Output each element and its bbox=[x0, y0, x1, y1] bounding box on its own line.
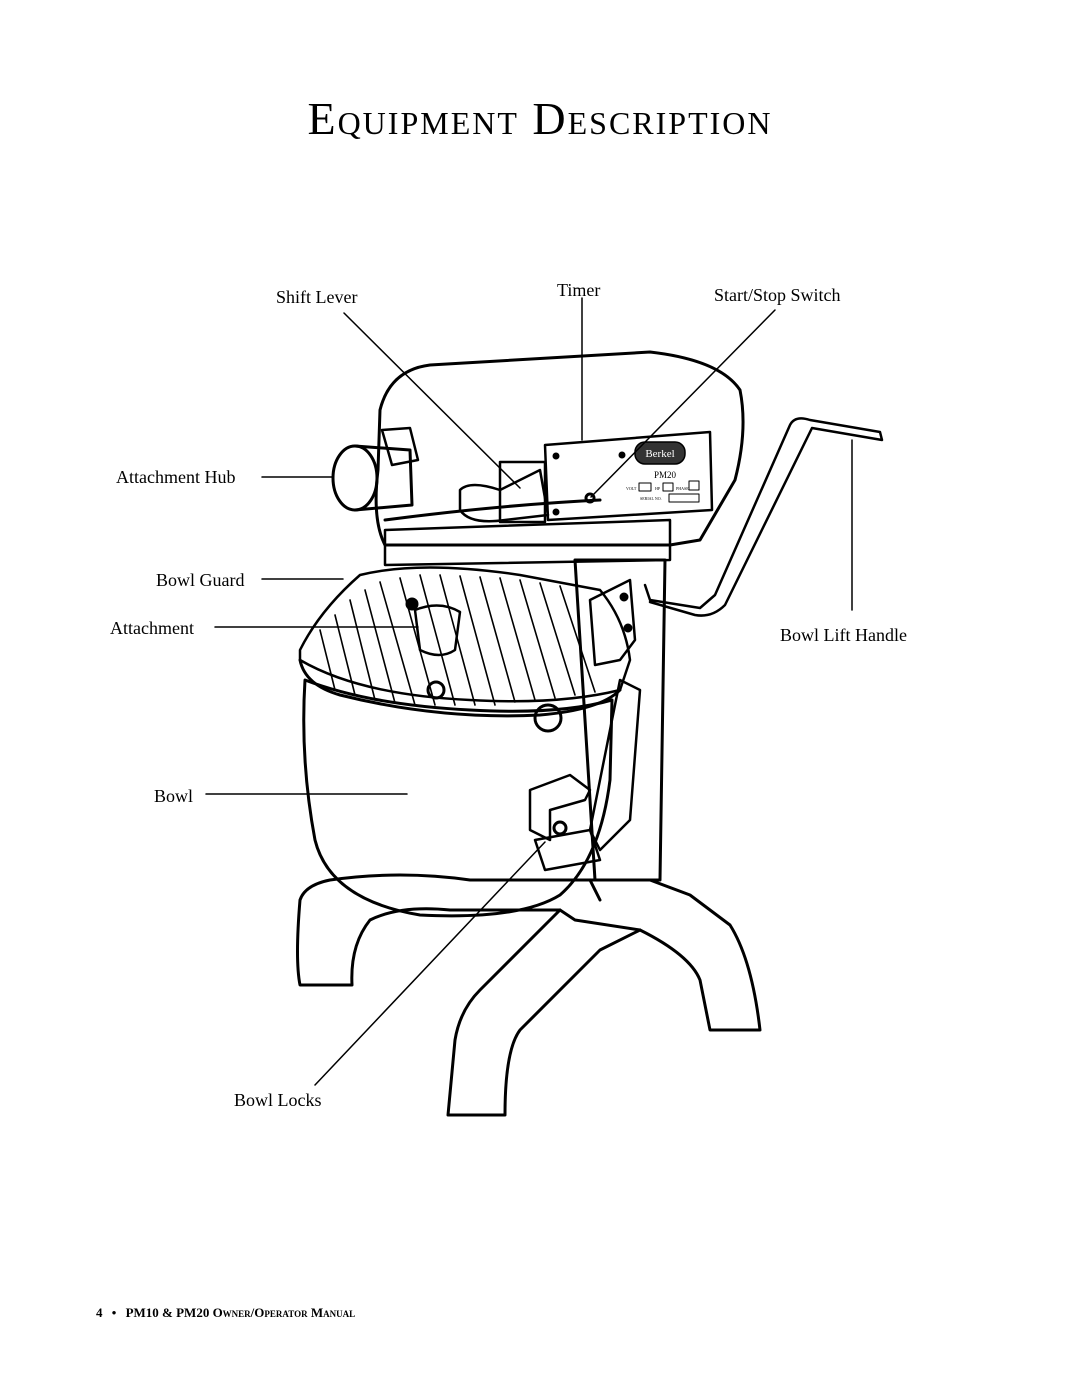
footer-separator: • bbox=[111, 1305, 117, 1320]
mixer-head bbox=[374, 350, 745, 547]
label-attachment-hub: Attachment Hub bbox=[116, 467, 236, 487]
mixer-column bbox=[573, 558, 667, 882]
label-bowl-lift-handle: Bowl Lift Handle bbox=[780, 625, 907, 645]
nameplate-hp-label: HP bbox=[655, 486, 661, 491]
leader-bowl-locks bbox=[314, 841, 546, 1086]
nameplate-phase-label: PHASE bbox=[676, 486, 689, 491]
label-bowl: Bowl bbox=[154, 786, 194, 806]
page-number: 4 bbox=[96, 1305, 103, 1320]
bowl-guard bbox=[298, 566, 632, 703]
manual-title: PM10 & PM20 Owner/Operator Manual bbox=[125, 1305, 356, 1320]
label-bowl-locks: Bowl Locks bbox=[234, 1090, 322, 1110]
attachment-hub bbox=[331, 444, 379, 512]
label-shift-lever: Shift Lever bbox=[276, 287, 358, 307]
leader-start-stop-switch bbox=[590, 309, 776, 498]
label-bowl-guard: Bowl Guard bbox=[156, 570, 245, 590]
label-attachment: Attachment bbox=[110, 618, 194, 638]
label-timer: Timer bbox=[557, 280, 601, 300]
page-title: Equipment Description bbox=[307, 93, 773, 144]
nameplate-volt-label: VOLT bbox=[626, 486, 637, 491]
nameplate-brand: Berkel bbox=[645, 448, 674, 460]
nameplate-serial-label: SERIAL NO. bbox=[640, 496, 662, 501]
mixer-base bbox=[296, 873, 762, 1032]
control-panel bbox=[543, 430, 714, 522]
label-start-stop-switch: Start/Stop Switch bbox=[714, 285, 841, 305]
nameplate-model: PM20 bbox=[654, 470, 677, 480]
shift-lever bbox=[458, 468, 550, 523]
page-footer: 4 • PM10 & PM20 Owner/Operator Manual bbox=[96, 1305, 355, 1321]
leader-shift-lever bbox=[343, 312, 521, 489]
mixer-bowl bbox=[302, 678, 614, 918]
bowl-lift-handle bbox=[643, 417, 884, 617]
